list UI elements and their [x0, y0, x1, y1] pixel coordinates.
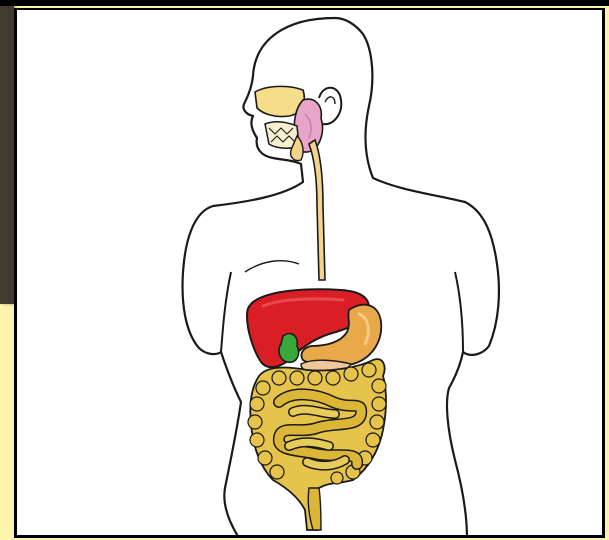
side-panel: [0, 6, 14, 304]
gallbladder: [279, 334, 299, 363]
diagram-canvas: [14, 8, 605, 538]
top-border: [0, 0, 609, 6]
digestive-system-illustration: [17, 10, 605, 538]
